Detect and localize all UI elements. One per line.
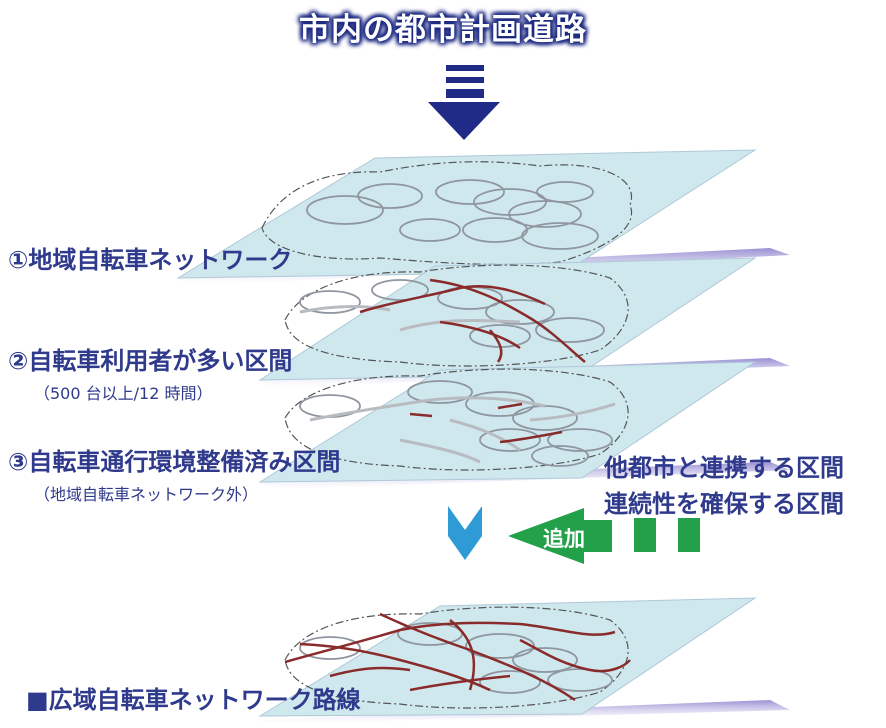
- result-label: ■広域自転車ネットワーク路線: [26, 680, 361, 715]
- layer-3-label: ③自転車通行環境整備済み区間: [8, 442, 340, 477]
- layer-3-note: （地域自転車ネットワーク外）: [34, 485, 259, 504]
- layer-2-text: 自転車利用者が多い区間: [28, 347, 293, 375]
- layer-2-note: （500 台以上/12 時間）: [34, 384, 213, 403]
- addition-1-label: 他都市と連携する区間: [604, 454, 844, 482]
- diagram-title: 市内の都市計画道路: [299, 12, 587, 48]
- layer-3-text: 自転車通行環境整備済み区間: [28, 448, 341, 476]
- add-label: 追加: [543, 527, 585, 551]
- addition-2-label: 連続性を確保する区間: [604, 490, 844, 518]
- layer-1-text: 地域自転車ネットワーク: [28, 246, 293, 274]
- layer-3-number: ③: [8, 448, 29, 476]
- result-marker: ■: [26, 686, 49, 714]
- chevron-down-icon: [448, 506, 482, 560]
- layer-1-label: ①地域自転車ネットワーク: [8, 240, 292, 275]
- result-text: 広域自転車ネットワーク路線: [48, 686, 361, 714]
- layer-2-number: ②: [8, 347, 29, 375]
- add-arrow-icon: [508, 508, 700, 564]
- layer-plane-final: [258, 597, 790, 724]
- layer-1-number: ①: [8, 246, 29, 274]
- down-arrow-icon: [428, 65, 500, 140]
- layer-2-label: ②自転車利用者が多い区間: [8, 341, 292, 376]
- layer-plane-3: [258, 361, 790, 490]
